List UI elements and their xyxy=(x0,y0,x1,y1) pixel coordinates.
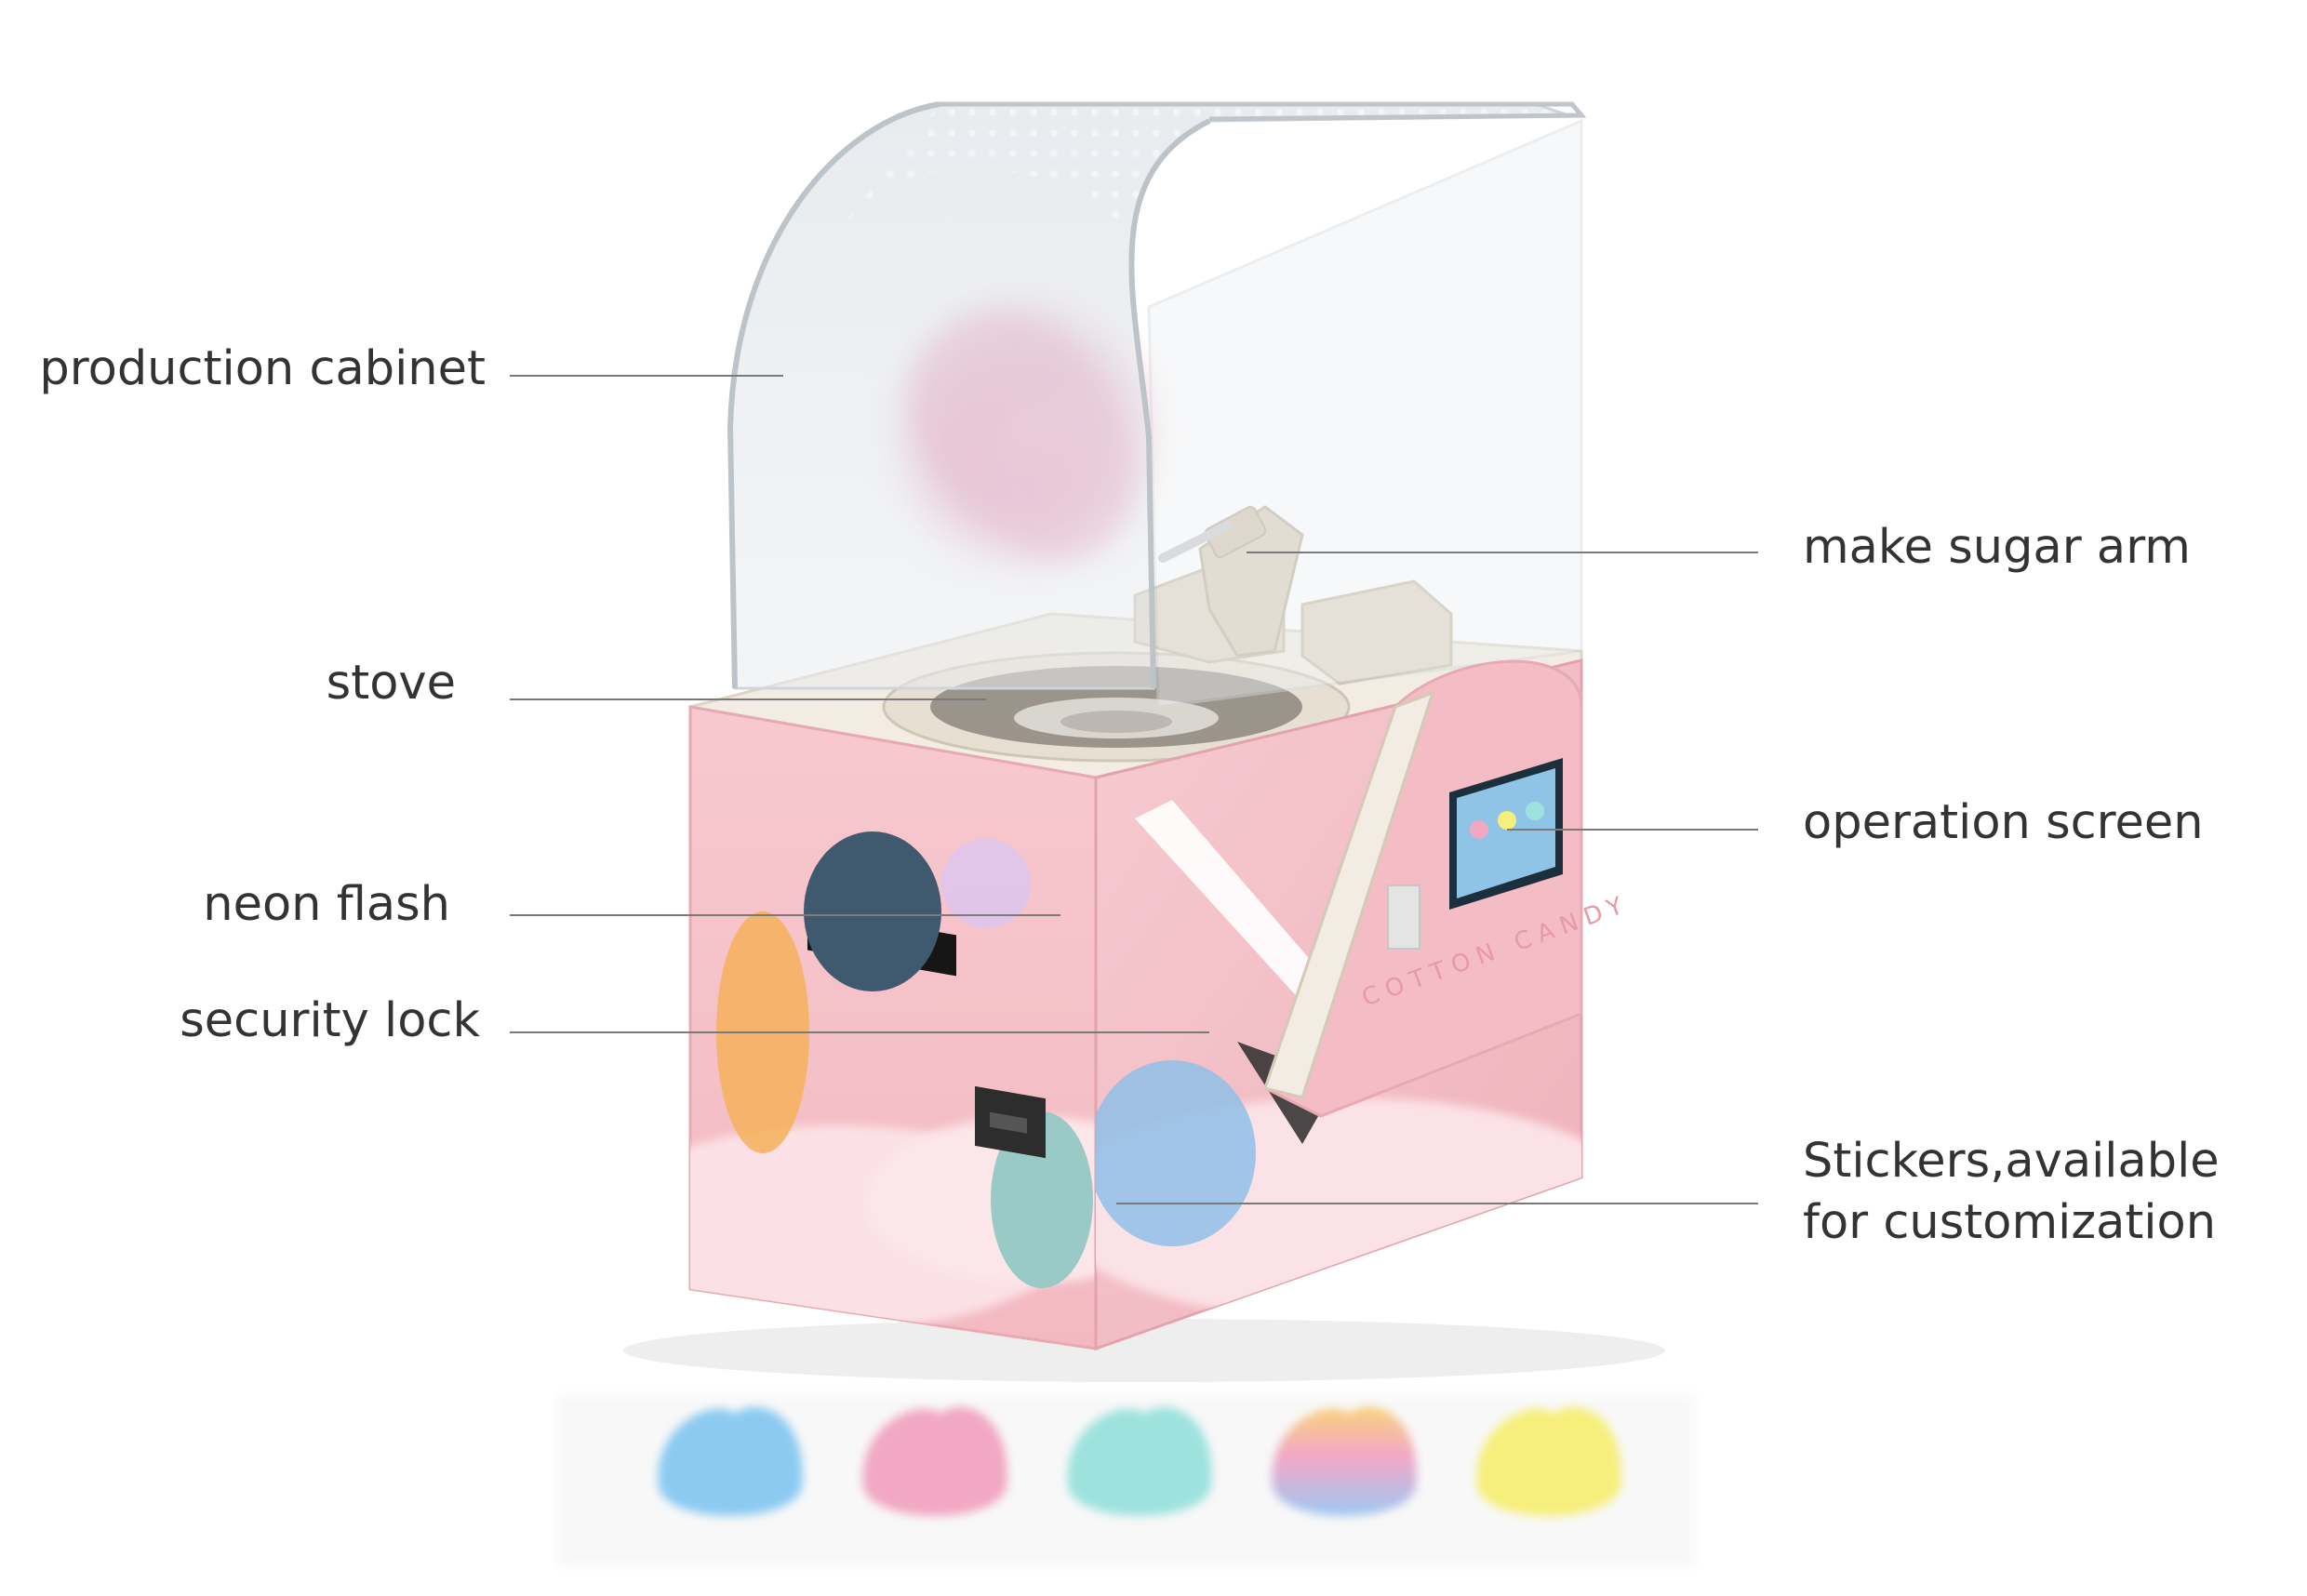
label-production-cabinet: production cabinet xyxy=(39,341,486,396)
label-operation-screen: operation screen xyxy=(1803,795,2204,850)
label-neon-flash: neon flash xyxy=(203,877,450,932)
label-stickers: Stickers,available for customization xyxy=(1803,1131,2220,1255)
label-stove: stove xyxy=(326,656,456,711)
operation-screen xyxy=(1449,758,1563,910)
front-panel xyxy=(688,705,1098,1350)
lollipop-sticker xyxy=(1096,1060,1256,1246)
production-cabinet-hood xyxy=(727,101,1587,709)
candy-swatch-blue xyxy=(658,1406,803,1516)
security-lock xyxy=(975,1085,1046,1159)
label-stickers-line2: for customization xyxy=(1803,1195,2217,1251)
label-security-lock: security lock xyxy=(180,993,480,1048)
label-make-sugar-arm: make sugar arm xyxy=(1803,520,2191,575)
candy-swatch-rainbow xyxy=(1272,1406,1417,1516)
label-stickers-line1: Stickers,available xyxy=(1803,1134,2220,1189)
candy-swatch-pink xyxy=(862,1406,1007,1516)
side-panel xyxy=(1094,658,1583,1351)
floor-shadow xyxy=(623,1319,1665,1382)
candy-swatch-teal xyxy=(1067,1406,1212,1516)
leader-lines xyxy=(510,375,1758,1204)
hippo-sticker xyxy=(991,1111,1093,1288)
candy-swatch-yellow xyxy=(1476,1406,1621,1516)
sugar-arm xyxy=(1133,505,1453,685)
candy-swatch-strip xyxy=(556,1395,1696,1567)
coin-slot xyxy=(1387,884,1420,950)
dark-round-panel xyxy=(804,831,941,991)
